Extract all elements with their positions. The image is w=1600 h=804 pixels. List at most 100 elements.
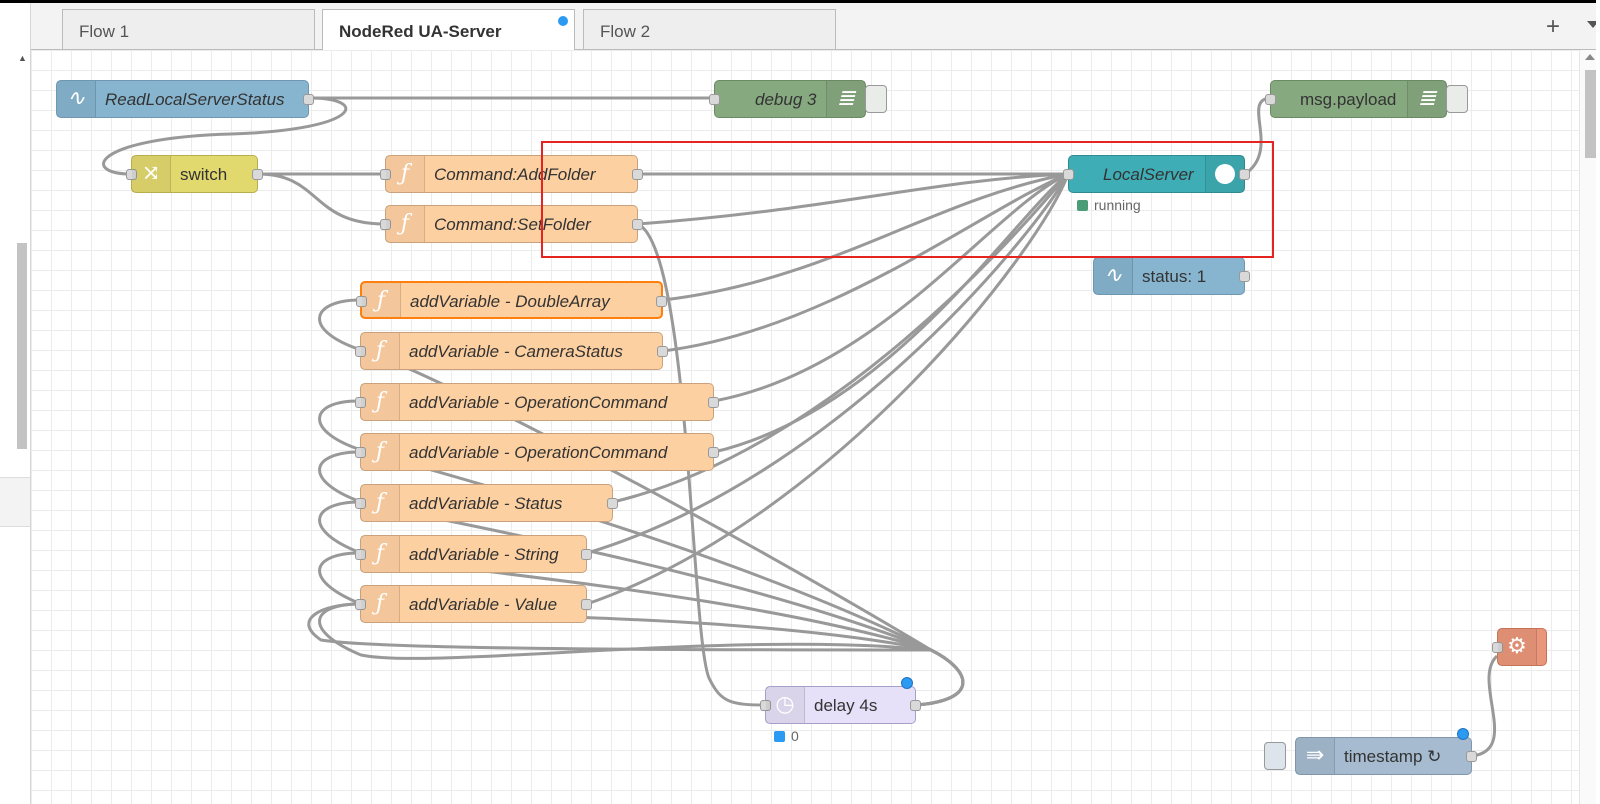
output-port[interactable]: [303, 94, 314, 105]
node-msg-payload[interactable]: msg.payload ≣: [1265, 80, 1447, 118]
function-icon: ƒ: [361, 485, 400, 521]
input-port[interactable]: [355, 447, 366, 458]
window-top-border: [0, 0, 1600, 3]
node-addvariable-operationcommand[interactable]: ƒ addVariable - OperationCommand: [355, 383, 719, 421]
input-port[interactable]: [126, 169, 137, 180]
input-port[interactable]: [355, 549, 366, 560]
output-port[interactable]: [1239, 271, 1250, 282]
scrollbar-thumb[interactable]: [1585, 70, 1596, 158]
output-port[interactable]: [581, 549, 592, 560]
node-addvariable-string[interactable]: ƒ addVariable - String: [355, 535, 592, 573]
node-local-server[interactable]: LocalServer: [1063, 155, 1250, 193]
input-port[interactable]: [760, 700, 771, 711]
flow-canvas[interactable]: ∿ ReadLocalServerStatus debug 3 ≣ msg.pa…: [31, 50, 1579, 804]
scroll-up-arrow-icon[interactable]: ▲: [18, 53, 27, 63]
output-port[interactable]: [1466, 751, 1477, 762]
add-flow-icon[interactable]: +: [1546, 13, 1561, 40]
output-port[interactable]: [910, 700, 921, 711]
node-status-delay: 0: [774, 728, 799, 744]
wire: [662, 172, 1069, 353]
function-icon: ƒ: [361, 586, 400, 622]
opcua-icon: [1205, 156, 1244, 192]
node-changed-dot: [1457, 728, 1469, 740]
output-port[interactable]: [657, 346, 668, 357]
wire: [713, 172, 1069, 403]
node-timestamp[interactable]: ⇛ timestamp ↻: [1295, 737, 1477, 775]
node-delay-4s[interactable]: ◷ delay 4s: [760, 686, 921, 724]
input-port[interactable]: [355, 346, 366, 357]
node-addvariable-status[interactable]: ƒ addVariable - Status: [355, 484, 618, 522]
wire: [586, 173, 1070, 555]
input-port[interactable]: [1492, 642, 1503, 653]
node-command-addfolder[interactable]: ƒ Command:AddFolder: [380, 155, 643, 193]
input-port[interactable]: [1265, 94, 1276, 105]
input-port[interactable]: [709, 94, 720, 105]
output-port[interactable]: [1239, 169, 1250, 180]
chevron-down-icon[interactable]: [1587, 21, 1599, 28]
wire: [637, 222, 766, 707]
node-command-setfolder[interactable]: ƒ Command:SetFolder: [380, 205, 643, 243]
input-port[interactable]: [1063, 169, 1074, 180]
node-debug-3[interactable]: debug 3 ≣: [709, 80, 866, 118]
pulse-icon: ∿: [57, 81, 96, 117]
canvas-vertical-scrollbar[interactable]: [1579, 50, 1600, 804]
wire: [318, 551, 965, 707]
output-port[interactable]: [632, 169, 643, 180]
node-status-1[interactable]: ∿ status: 1: [1093, 257, 1250, 295]
window-right-border: [1596, 0, 1600, 804]
wires-layer: [102, 96, 1499, 758]
function-icon: ƒ: [386, 206, 425, 242]
input-port[interactable]: [356, 296, 367, 307]
function-icon: ƒ: [362, 283, 401, 317]
output-port[interactable]: [252, 169, 263, 180]
function-icon: ƒ: [361, 434, 400, 470]
pulse-icon: ∿: [1094, 258, 1133, 294]
output-port[interactable]: [708, 447, 719, 458]
node-label: ReadLocalServerStatus: [105, 90, 285, 109]
output-port[interactable]: [632, 219, 643, 230]
scroll-up-arrow-icon[interactable]: [1585, 54, 1595, 60]
tab-flow-2[interactable]: Flow 2: [583, 9, 836, 49]
function-icon: ƒ: [386, 156, 425, 192]
wire: [586, 173, 1070, 606]
inject-button[interactable]: [1264, 742, 1286, 770]
wire: [102, 96, 348, 176]
node-addvariable-operationcommand[interactable]: ƒ addVariable - OperationCommand: [355, 433, 719, 471]
inject-icon: ⇛: [1296, 738, 1335, 774]
tab-nodered-ua-server[interactable]: NodeRed UA-Server: [322, 9, 575, 51]
debug-toggle-button[interactable]: [1446, 85, 1468, 113]
gear-icon: ⚙: [1498, 629, 1537, 665]
node-settings[interactable]: ⚙: [1492, 628, 1547, 666]
node-addvariable-doublearray[interactable]: ƒ addVariable - DoubleArray: [356, 281, 667, 319]
status-indicator: [1077, 200, 1088, 211]
tab-label: Flow 2: [600, 22, 651, 41]
function-icon: ƒ: [361, 536, 400, 572]
node-switch[interactable]: ⤨ switch: [126, 155, 263, 193]
wire: [1471, 654, 1499, 758]
node-label: switch: [180, 165, 228, 184]
list-icon: ≣: [826, 81, 865, 117]
tab-flow-1[interactable]: Flow 1: [62, 9, 315, 49]
input-port[interactable]: [380, 219, 391, 230]
node-label: debug 3: [755, 90, 817, 109]
output-port[interactable]: [656, 296, 667, 307]
output-port[interactable]: [708, 397, 719, 408]
input-port[interactable]: [355, 498, 366, 509]
palette-footer: [0, 477, 30, 527]
node-label: addVariable - OperationCommand: [409, 443, 668, 462]
node-label: addVariable - Value: [409, 595, 558, 614]
input-port[interactable]: [380, 169, 391, 180]
node-status-running: running: [1077, 197, 1141, 213]
node-label: LocalServer: [1103, 165, 1194, 184]
palette-scrollbar[interactable]: [17, 243, 27, 449]
output-port[interactable]: [581, 599, 592, 610]
debug-toggle-button[interactable]: [865, 85, 887, 113]
node-read-local-server-status[interactable]: ∿ ReadLocalServerStatus: [56, 80, 314, 118]
input-port[interactable]: [355, 397, 366, 408]
node-addvariable-camerastatus[interactable]: ƒ addVariable - CameraStatus: [355, 332, 668, 370]
node-addvariable-value[interactable]: ƒ addVariable - Value: [355, 585, 592, 623]
input-port[interactable]: [355, 599, 366, 610]
node-label: addVariable - DoubleArray: [410, 292, 610, 311]
output-port[interactable]: [607, 498, 618, 509]
wire: [307, 602, 965, 707]
